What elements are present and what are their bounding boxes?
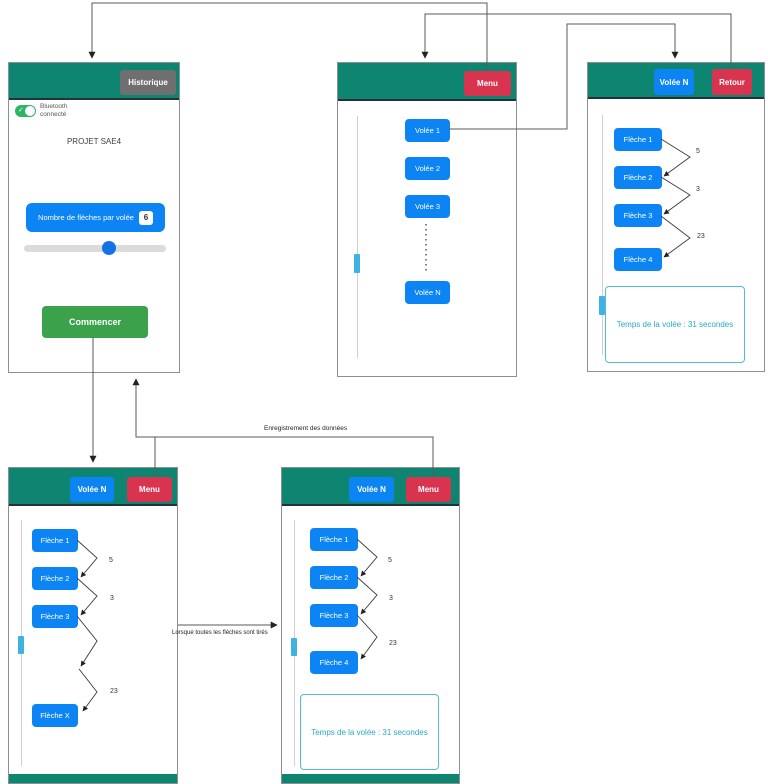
volee-n-header-button[interactable]: Volée N — [70, 477, 114, 502]
bluetooth-label-line1: Bluetooth — [40, 103, 68, 110]
flow-label-save: Enregistrement des données — [264, 425, 348, 432]
commencer-button[interactable]: Commencer — [42, 306, 148, 338]
temps-volee-box: Temps de la volée : 31 secondes — [605, 286, 745, 363]
historique-button[interactable]: Historique — [120, 70, 176, 95]
volley-2-button[interactable]: Volée 2 — [405, 157, 450, 180]
screen-volley-complete: Volée N Menu Flèche 1 Flèche 2 Flèche 3 … — [281, 467, 460, 784]
fleche-1-button[interactable]: Flèche 1 — [614, 128, 662, 151]
scrollbar-track — [357, 116, 358, 358]
fleche-x-button[interactable]: Flèche X — [32, 704, 78, 727]
bluetooth-label: Bluetooth connecté — [40, 103, 67, 118]
detail-header: Volée N Retour — [588, 63, 764, 99]
temps-volee-box: Temps de la volée : 31 secondes — [300, 694, 439, 770]
screen-live-volley: Volée N Menu Flèche 1 Flèche 2 Flèche 3 … — [8, 467, 178, 784]
score-value: 5 — [388, 557, 392, 564]
arrows-slider-thumb[interactable] — [102, 241, 116, 255]
check-icon: ✓ — [18, 107, 24, 114]
fleche-2-button[interactable]: Flèche 2 — [32, 567, 78, 590]
score-value: 3 — [389, 595, 393, 602]
screen-menu: Menu Volée 1 Volée 2 Volée 3 Volée N — [337, 62, 517, 377]
menu-button[interactable]: Menu — [127, 477, 172, 502]
fleche-3-button[interactable]: Flèche 3 — [32, 605, 78, 628]
score-value: 5 — [696, 148, 700, 155]
flow-label-all-fired: Lorsque toutes les flèches sont tirés — [172, 630, 268, 636]
fleche-3-button[interactable]: Flèche 3 — [614, 204, 662, 227]
home-header: Historique — [9, 63, 179, 100]
score-value: 3 — [110, 595, 114, 602]
screen-home: Historique ✓ Bluetooth connecté PROJET S… — [8, 62, 180, 373]
menu-button[interactable]: Menu — [464, 71, 511, 96]
menu-button[interactable]: Menu — [406, 477, 451, 502]
connector-menu-to-home — [88, 2, 488, 70]
score-value: 5 — [109, 557, 113, 564]
fleche-2-button[interactable]: Flèche 2 — [310, 566, 358, 589]
fleche-3-button[interactable]: Flèche 3 — [310, 604, 358, 627]
scrollbar-thumb[interactable] — [18, 636, 24, 654]
screen-volley-detail: Volée N Retour Flèche 1 Flèche 2 Flèche … — [587, 62, 765, 372]
fleche-1-button[interactable]: Flèche 1 — [32, 529, 78, 552]
arrows-per-volley-field[interactable]: Nombre de flèches par volée 6 — [26, 203, 165, 232]
scrollbar-track — [602, 115, 603, 355]
scrollbar-thumb[interactable] — [599, 296, 605, 315]
score-value: 23 — [110, 688, 118, 695]
fleche-1-button[interactable]: Flèche 1 — [310, 528, 358, 551]
complete-header: Volée N Menu — [282, 468, 459, 506]
toggle-knob — [25, 106, 35, 116]
volley-3-button[interactable]: Volée 3 — [405, 195, 450, 218]
fleche-4-button[interactable]: Flèche 4 — [614, 248, 662, 271]
arrows-slider-track[interactable] — [24, 245, 166, 252]
arrows-per-volley-label: Nombre de flèches par volée — [38, 213, 134, 222]
bluetooth-label-line2: connecté — [40, 110, 67, 118]
page-title: PROJET SAE4 — [66, 137, 122, 146]
volee-n-header-button[interactable]: Volée N — [654, 69, 694, 95]
volley-1-button[interactable]: Volée 1 — [405, 119, 450, 142]
score-value: 3 — [696, 186, 700, 193]
bluetooth-toggle[interactable]: ✓ — [15, 105, 36, 117]
menu-header: Menu — [338, 63, 516, 101]
arrows-per-volley-value: 6 — [138, 210, 153, 225]
retour-button[interactable]: Retour — [712, 69, 752, 95]
volee-n-header-button[interactable]: Volée N — [349, 477, 394, 502]
live-header: Volée N Menu — [9, 468, 177, 506]
volley-n-button[interactable]: Volée N — [405, 281, 450, 304]
scrollbar-thumb[interactable] — [291, 638, 297, 656]
fleche-4-button[interactable]: Flèche 4 — [310, 651, 358, 674]
score-value: 23 — [389, 640, 397, 647]
live-footer-bar — [9, 774, 177, 783]
complete-footer-bar — [282, 774, 459, 783]
scrollbar-thumb[interactable] — [354, 254, 360, 273]
connector-retour-to-menu — [421, 13, 732, 68]
fleche-2-button[interactable]: Flèche 2 — [614, 166, 662, 189]
score-value: 23 — [697, 233, 705, 240]
